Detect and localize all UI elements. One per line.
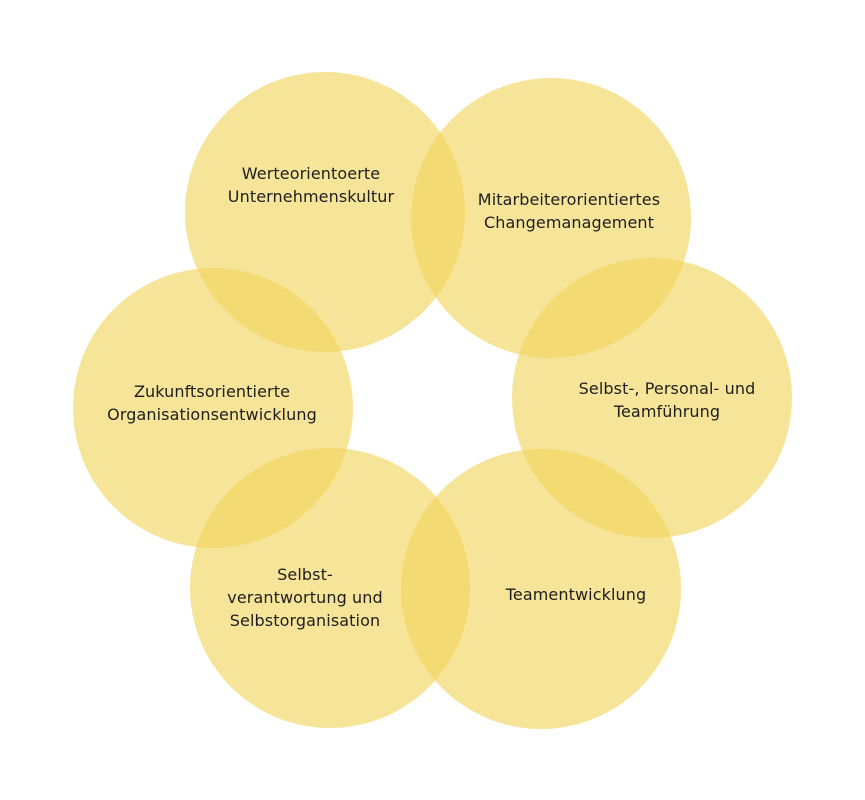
node-label-zukunftsorientierte-organisationsentwicklung: Zukunftsorientierte Organisationsentwick… [107,382,317,424]
circle-node-6 [73,268,353,548]
node-label-mitarbeiterorientiertes-changemanagement: Mitarbeiterorientiertes Changemanagement [477,190,661,232]
node-label-teamentwicklung: Teamentwicklung [505,585,647,604]
node-label-selbst-personal-teamfuehrung: Selbst-, Personal- und Teamführung [578,379,756,421]
node-label-werteorientierte-unternehmenskultur: Werteorientoerte Unternehmenskultur [227,164,395,206]
node-label-selbstverantwortung-selbstorganisation: Selbst- verantwortung und Selbstorganisa… [227,565,383,630]
